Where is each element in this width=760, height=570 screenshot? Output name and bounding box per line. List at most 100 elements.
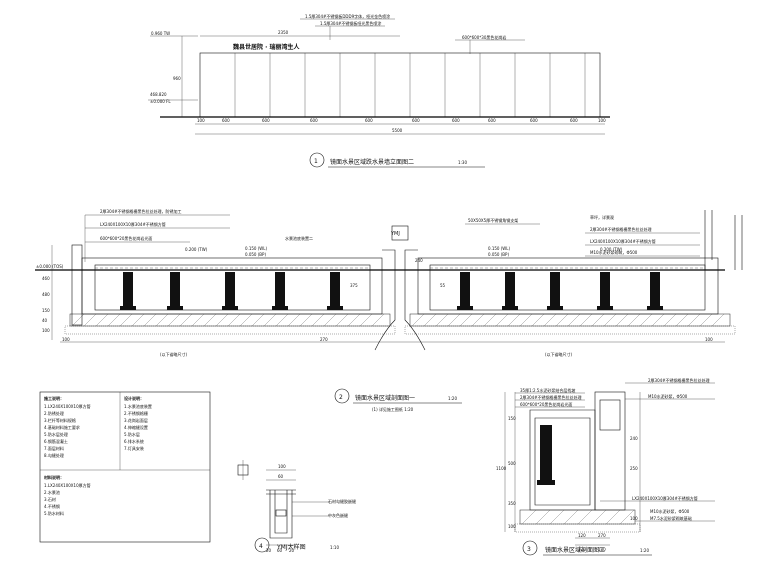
svg-text:100: 100 xyxy=(598,118,606,123)
svg-text:120: 120 xyxy=(578,533,586,538)
note-3: 600*600*30黑色花岗岩 xyxy=(462,34,506,40)
svg-text:中灰色嵌缝: 中灰色嵌缝 xyxy=(328,512,348,518)
svg-text:0.150 (WL): 0.150 (WL) xyxy=(488,246,510,251)
svg-text:600: 600 xyxy=(530,118,538,123)
svg-text:水景池底装置二: 水景池底装置二 xyxy=(285,235,313,241)
title-circle-1 xyxy=(309,152,325,168)
svg-text:20: 20 xyxy=(266,548,272,553)
elevation-drawing: 魏县世居院 · 瑞丽湾生人 2350 1.5厚304#不锈钢板DDD9字体，哑光… xyxy=(148,13,610,168)
svg-text:3.石材: 3.石材 xyxy=(44,496,56,502)
title-number-1: 1 xyxy=(314,158,318,165)
svg-text:0.200 (TW): 0.200 (TW) xyxy=(185,247,208,252)
svg-text:5.防水层处理: 5.防水层处理 xyxy=(44,431,68,437)
hatch-left xyxy=(71,313,385,327)
wall-outline xyxy=(199,52,601,118)
svg-text:55: 55 xyxy=(440,283,446,288)
svg-text:2厚304#不锈钢格栅黑色拉丝处理: 2厚304#不锈钢格栅黑色拉丝处理 xyxy=(520,394,582,400)
svg-text:600*600*20黑色花岗岩光面: 600*600*20黑色花岗岩光面 xyxy=(520,401,572,407)
svg-text:100: 100 xyxy=(278,464,286,469)
level-top: 0.960 TW xyxy=(151,31,170,36)
svg-text:240: 240 xyxy=(630,436,638,441)
title-number-2: 2 xyxy=(339,394,343,401)
svg-text:5.防水层: 5.防水层 xyxy=(124,431,140,437)
svg-text:4.不锈钢: 4.不锈钢 xyxy=(44,503,60,509)
section-drawing-1: YMJ 0.200 (TW) 0.150 (WL) 0.050 (BP) 0.1… xyxy=(35,208,743,412)
svg-text:600: 600 xyxy=(488,118,496,123)
svg-text:(以下省略尺寸): (以下省略尺寸) xyxy=(545,351,573,357)
svg-text:600: 600 xyxy=(262,118,270,123)
svg-text:2.防锈处理: 2.防锈处理 xyxy=(44,410,64,416)
svg-text:7.面层材料: 7.面层材料 xyxy=(44,445,64,451)
svg-text:3.花岗岩面层: 3.花岗岩面层 xyxy=(124,417,148,423)
title-circle-2 xyxy=(334,388,350,404)
svg-text:240: 240 xyxy=(415,258,423,263)
svg-text:460: 460 xyxy=(42,276,50,281)
svg-text:材料说明：: 材料说明： xyxy=(43,474,64,480)
svg-text:600: 600 xyxy=(365,118,373,123)
svg-text:M10水泥砂浆，Φ500: M10水泥砂浆，Φ500 xyxy=(648,393,688,399)
title-circle-4 xyxy=(254,537,270,553)
svg-text:5.防水材料: 5.防水材料 xyxy=(44,510,64,516)
svg-text:1100: 1100 xyxy=(496,466,507,471)
svg-text:100: 100 xyxy=(508,524,516,529)
title-circle-3 xyxy=(522,540,538,556)
center-break-right xyxy=(404,249,426,351)
pedestals-right xyxy=(457,272,663,310)
callouts-right: 50X50X5厚不锈钢角钢支架 2厚304#不锈钢格栅黑色拉丝处理 LX240X… xyxy=(465,214,700,257)
svg-text:7.灯具安装: 7.灯具安装 xyxy=(124,445,144,451)
total-dim: 5500 xyxy=(392,128,403,133)
svg-text:600*600*20黑色花岗岩光面: 600*600*20黑色花岗岩光面 xyxy=(100,235,152,241)
svg-text:石材勾缝胶嵌缝: 石材勾缝胶嵌缝 xyxy=(328,498,356,504)
svg-text:50X50X5厚不锈钢角钢支架: 50X50X5厚不锈钢角钢支架 xyxy=(468,217,518,223)
title-4: YMJ大样图 xyxy=(276,543,306,551)
svg-text:2厚304#不锈钢格栅黑色拉丝处理，防锈加工: 2厚304#不锈钢格栅黑色拉丝处理，防锈加工 xyxy=(100,208,182,214)
svg-text:100: 100 xyxy=(42,328,50,333)
center-break-left xyxy=(374,249,396,351)
svg-text:150: 150 xyxy=(42,308,50,313)
svg-text:0.050 (BP): 0.050 (BP) xyxy=(245,252,266,257)
svg-text:60: 60 xyxy=(277,548,283,553)
svg-text:8.勾缝处理: 8.勾缝处理 xyxy=(44,452,64,458)
svg-text:270: 270 xyxy=(320,337,328,342)
svg-text:600: 600 xyxy=(570,118,578,123)
svg-text:施工说明：: 施工说明： xyxy=(43,395,64,401)
svg-text:6.排水系统: 6.排水系统 xyxy=(124,438,144,444)
svg-text:180: 180 xyxy=(598,547,606,552)
svg-text:480: 480 xyxy=(42,292,50,297)
svg-text:1.LX240X100X10厚方管: 1.LX240X100X10厚方管 xyxy=(44,482,91,488)
svg-text:0.050 (BP): 0.050 (BP) xyxy=(488,252,509,257)
svg-text:0.200 (TW): 0.200 (TW) xyxy=(600,247,623,252)
svg-text:1.LX240X100X10厚方管: 1.LX240X100X10厚方管 xyxy=(44,403,91,409)
svg-text:(以下省略尺寸): (以下省略尺寸) xyxy=(160,351,188,357)
svg-text:600: 600 xyxy=(310,118,318,123)
svg-text:1.水景池底装置: 1.水景池底装置 xyxy=(124,403,152,409)
label-ymj: YMJ xyxy=(390,231,400,237)
svg-text:2厚304#不锈钢格栅黑色拉丝处理: 2厚304#不锈钢格栅黑色拉丝处理 xyxy=(590,226,652,232)
title-number-4: 4 xyxy=(259,543,263,550)
notes-frame xyxy=(39,391,211,543)
wall-panels xyxy=(234,53,586,117)
svg-text:M10水泥砂浆砌筑，Φ500: M10水泥砂浆砌筑，Φ500 xyxy=(590,249,638,255)
ymj-detail: 100 60 20 60 20 石材勾缝胶嵌缝 中灰色嵌缝 4 YMJ大样图 1… xyxy=(237,460,356,553)
bottom-dims: 100 600 600 600 600 600 600 600 600 600 … xyxy=(197,118,606,123)
title-2: 镜面水景区域剖面图一 xyxy=(355,394,415,402)
scale-1: 1:30 xyxy=(458,160,467,165)
pool-section xyxy=(529,409,596,511)
level-bottom: ±0.000 FL xyxy=(150,99,171,104)
svg-text:2.不锈钢格栅: 2.不锈钢格栅 xyxy=(124,410,148,416)
svg-text:4.伸缩缝设置: 4.伸缩缝设置 xyxy=(124,424,148,430)
section-note: (1) 详见施工图纸 1:20 xyxy=(372,406,414,412)
hatch-right xyxy=(411,313,725,327)
svg-text:6.钢筋混凝土: 6.钢筋混凝土 xyxy=(44,438,68,444)
svg-text:35厚1:2.5水泥砂浆结合层找坡: 35厚1:2.5水泥砂浆结合层找坡 xyxy=(520,387,575,393)
svg-text:设计说明：: 设计说明： xyxy=(124,395,144,401)
title-1: 镜面水景区域跌水景墙立面图二 xyxy=(330,158,414,166)
title-number-3: 3 xyxy=(527,546,531,553)
title-3: 镜面水景区域剖面图二 xyxy=(545,546,605,554)
svg-text:2.水景池: 2.水景池 xyxy=(44,489,60,495)
svg-text:2厚304#不锈钢格栅黑色拉丝处理: 2厚304#不锈钢格栅黑色拉丝处理 xyxy=(648,377,710,383)
note-1: 1.5厚304#不锈钢板DDD9字体，哑光金色喷涂 xyxy=(305,13,390,19)
svg-text:600: 600 xyxy=(452,118,460,123)
svg-text:±0.000 (TOS): ±0.000 (TOS) xyxy=(36,264,64,269)
